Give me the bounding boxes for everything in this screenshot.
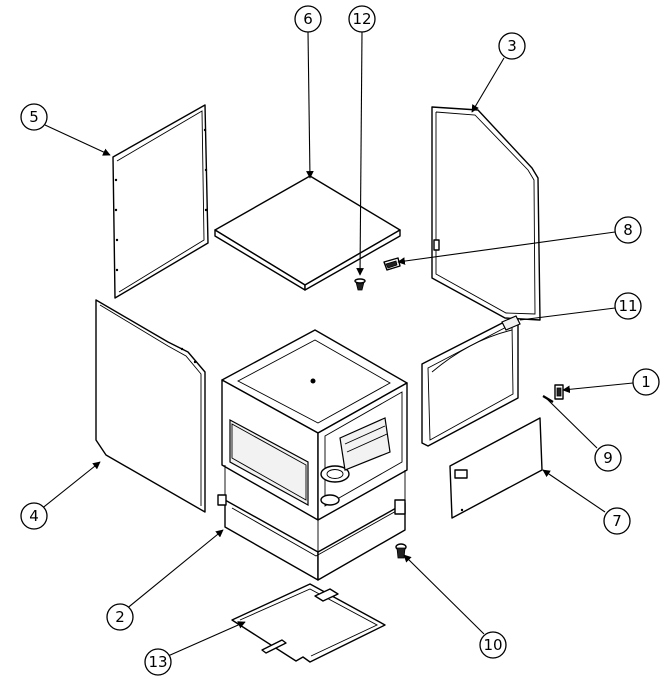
- callout-12-label: 12: [352, 10, 371, 28]
- callout-7-label: 7: [612, 512, 622, 530]
- part-3-rear-panel: [431, 106, 541, 321]
- callout-5: 5: [20, 103, 48, 131]
- callout-6-label: 6: [303, 10, 313, 28]
- part-10-foot: [395, 543, 407, 559]
- part-5-side-panel: [112, 104, 209, 299]
- part-7-kick-panel: [449, 417, 543, 519]
- callout-9: 9: [594, 444, 622, 472]
- leader-lines: [39, 31, 634, 657]
- callout-7: 7: [603, 507, 631, 535]
- part-13-base-plate: [231, 583, 386, 663]
- callout-12: 12: [348, 5, 376, 33]
- callout-13: 13: [144, 648, 172, 676]
- callout-2: 2: [106, 603, 134, 631]
- callout-5-label: 5: [29, 108, 39, 126]
- part-8-latch: [383, 257, 401, 271]
- callout-10-label: 10: [483, 636, 502, 654]
- callout-4: 4: [20, 502, 48, 530]
- callout-13-label: 13: [148, 653, 167, 671]
- callout-10: 10: [479, 631, 507, 659]
- callout-3-label: 3: [507, 37, 517, 55]
- part-2-cabinet-frame: [217, 329, 408, 581]
- callout-11: 11: [614, 292, 642, 320]
- callout-4-label: 4: [29, 507, 39, 525]
- callout-9-label: 9: [603, 449, 613, 467]
- callout-8: 8: [614, 216, 642, 244]
- part-12-fitting: [354, 278, 366, 291]
- callout-6: 6: [294, 5, 322, 33]
- callout-2-label: 2: [115, 608, 125, 626]
- callout-1-label: 1: [641, 373, 651, 391]
- part-4-side-panel: [95, 299, 206, 513]
- part-1-bracket: [554, 384, 564, 400]
- part-11-door: [421, 315, 521, 447]
- part-9-pin: [542, 395, 554, 403]
- callout-1: 1: [632, 368, 660, 396]
- callout-11-label: 11: [618, 297, 637, 315]
- callout-3: 3: [498, 32, 526, 60]
- part-6-top-panel: [214, 175, 401, 291]
- callout-8-label: 8: [623, 221, 633, 239]
